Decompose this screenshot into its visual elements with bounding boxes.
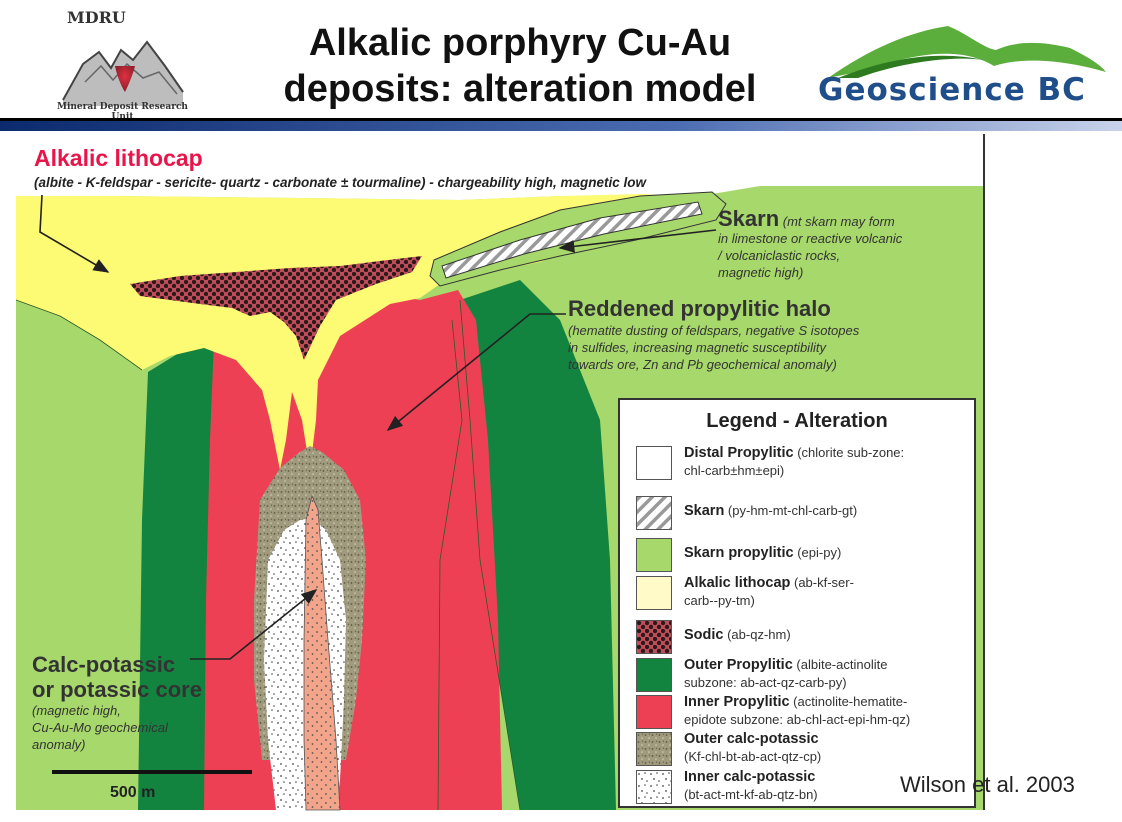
core-annotation: Calc-potassic or potassic core (magnetic… [32,652,252,753]
halo-title: Reddened propylitic halo [568,296,968,322]
swatch-outer-calc-potassic [636,732,672,766]
header-divider [0,118,1122,132]
legend: Legend - Alteration Distal Propylitic (c… [618,398,976,808]
title-line-2: deposits: alteration model [250,66,790,112]
scale-bar: 500 m [52,770,252,810]
legend-title: Legend - Alteration [620,410,974,433]
skarn-desc-2: in limestone or reactive volcanic [718,230,968,247]
scale-bar-label: 500 m [110,784,155,802]
core-title-1: Calc-potassic [32,652,252,677]
legend-item-distal-propylitic: Distal Propylitic (chlorite sub-zone:chl… [636,444,966,488]
core-desc-1: (magnetic high, [32,702,252,719]
swatch-skarn [636,496,672,530]
skarn-title: Skarn [718,206,779,231]
skarn-annotation: Skarn (mt skarn may form in limestone or… [718,210,968,281]
legend-item-alkalic-lithocap: Alkalic lithocap (ab-kf-ser-carb--py-tm) [636,574,966,618]
title-line-1: Alkalic porphyry Cu-Au [250,20,790,66]
geoscience-bc-logo-text: Geoscience BC [818,72,1086,108]
swatch-inner-calc-potassic [636,770,672,804]
skarn-desc-1: (mt skarn may form [779,214,895,229]
slide-title: Alkalic porphyry Cu-Au deposits: alterat… [250,20,790,112]
skarn-desc-4: magnetic high) [718,264,968,281]
core-desc-3: anomaly) [32,736,252,753]
citation: Wilson et al. 2003 [900,772,1075,798]
mdru-logo: MDRU Mineral Deposit Research Unit [55,8,190,120]
halo-desc-3: towards ore, Zn and Pb geochemical anoma… [568,356,968,373]
swatch-distal-propylitic [636,446,672,480]
halo-annotation: Reddened propylitic halo (hematite dusti… [568,296,968,373]
swatch-skarn-propylitic [636,538,672,572]
swatch-alkalic-lithocap [636,576,672,610]
geoscience-bc-logo: Geoscience BC [808,20,1108,110]
core-desc-2: Cu-Au-Mo geochemical [32,719,252,736]
core-title-2: or potassic core [32,677,252,702]
scale-bar-line [52,770,252,774]
legend-item-skarn: Skarn (py-hm-mt-chl-carb-gt) [636,494,966,538]
halo-desc-2: in sulfides, increasing magnetic suscept… [568,339,968,356]
geoscience-mountain-icon [808,20,1108,80]
header: MDRU Mineral Deposit Research Unit Alkal… [0,0,1122,120]
swatch-outer-propylitic [636,658,672,692]
swatch-sodic [636,620,672,654]
skarn-desc-3: / volcaniclastic rocks, [718,247,968,264]
lithocap-title: Alkalic lithocap [34,145,203,172]
lithocap-description: (albite - K-feldspar - sericite- quartz … [34,175,646,190]
swatch-inner-propylitic [636,695,672,729]
halo-desc-1: (hematite dusting of feldspars, negative… [568,322,968,339]
